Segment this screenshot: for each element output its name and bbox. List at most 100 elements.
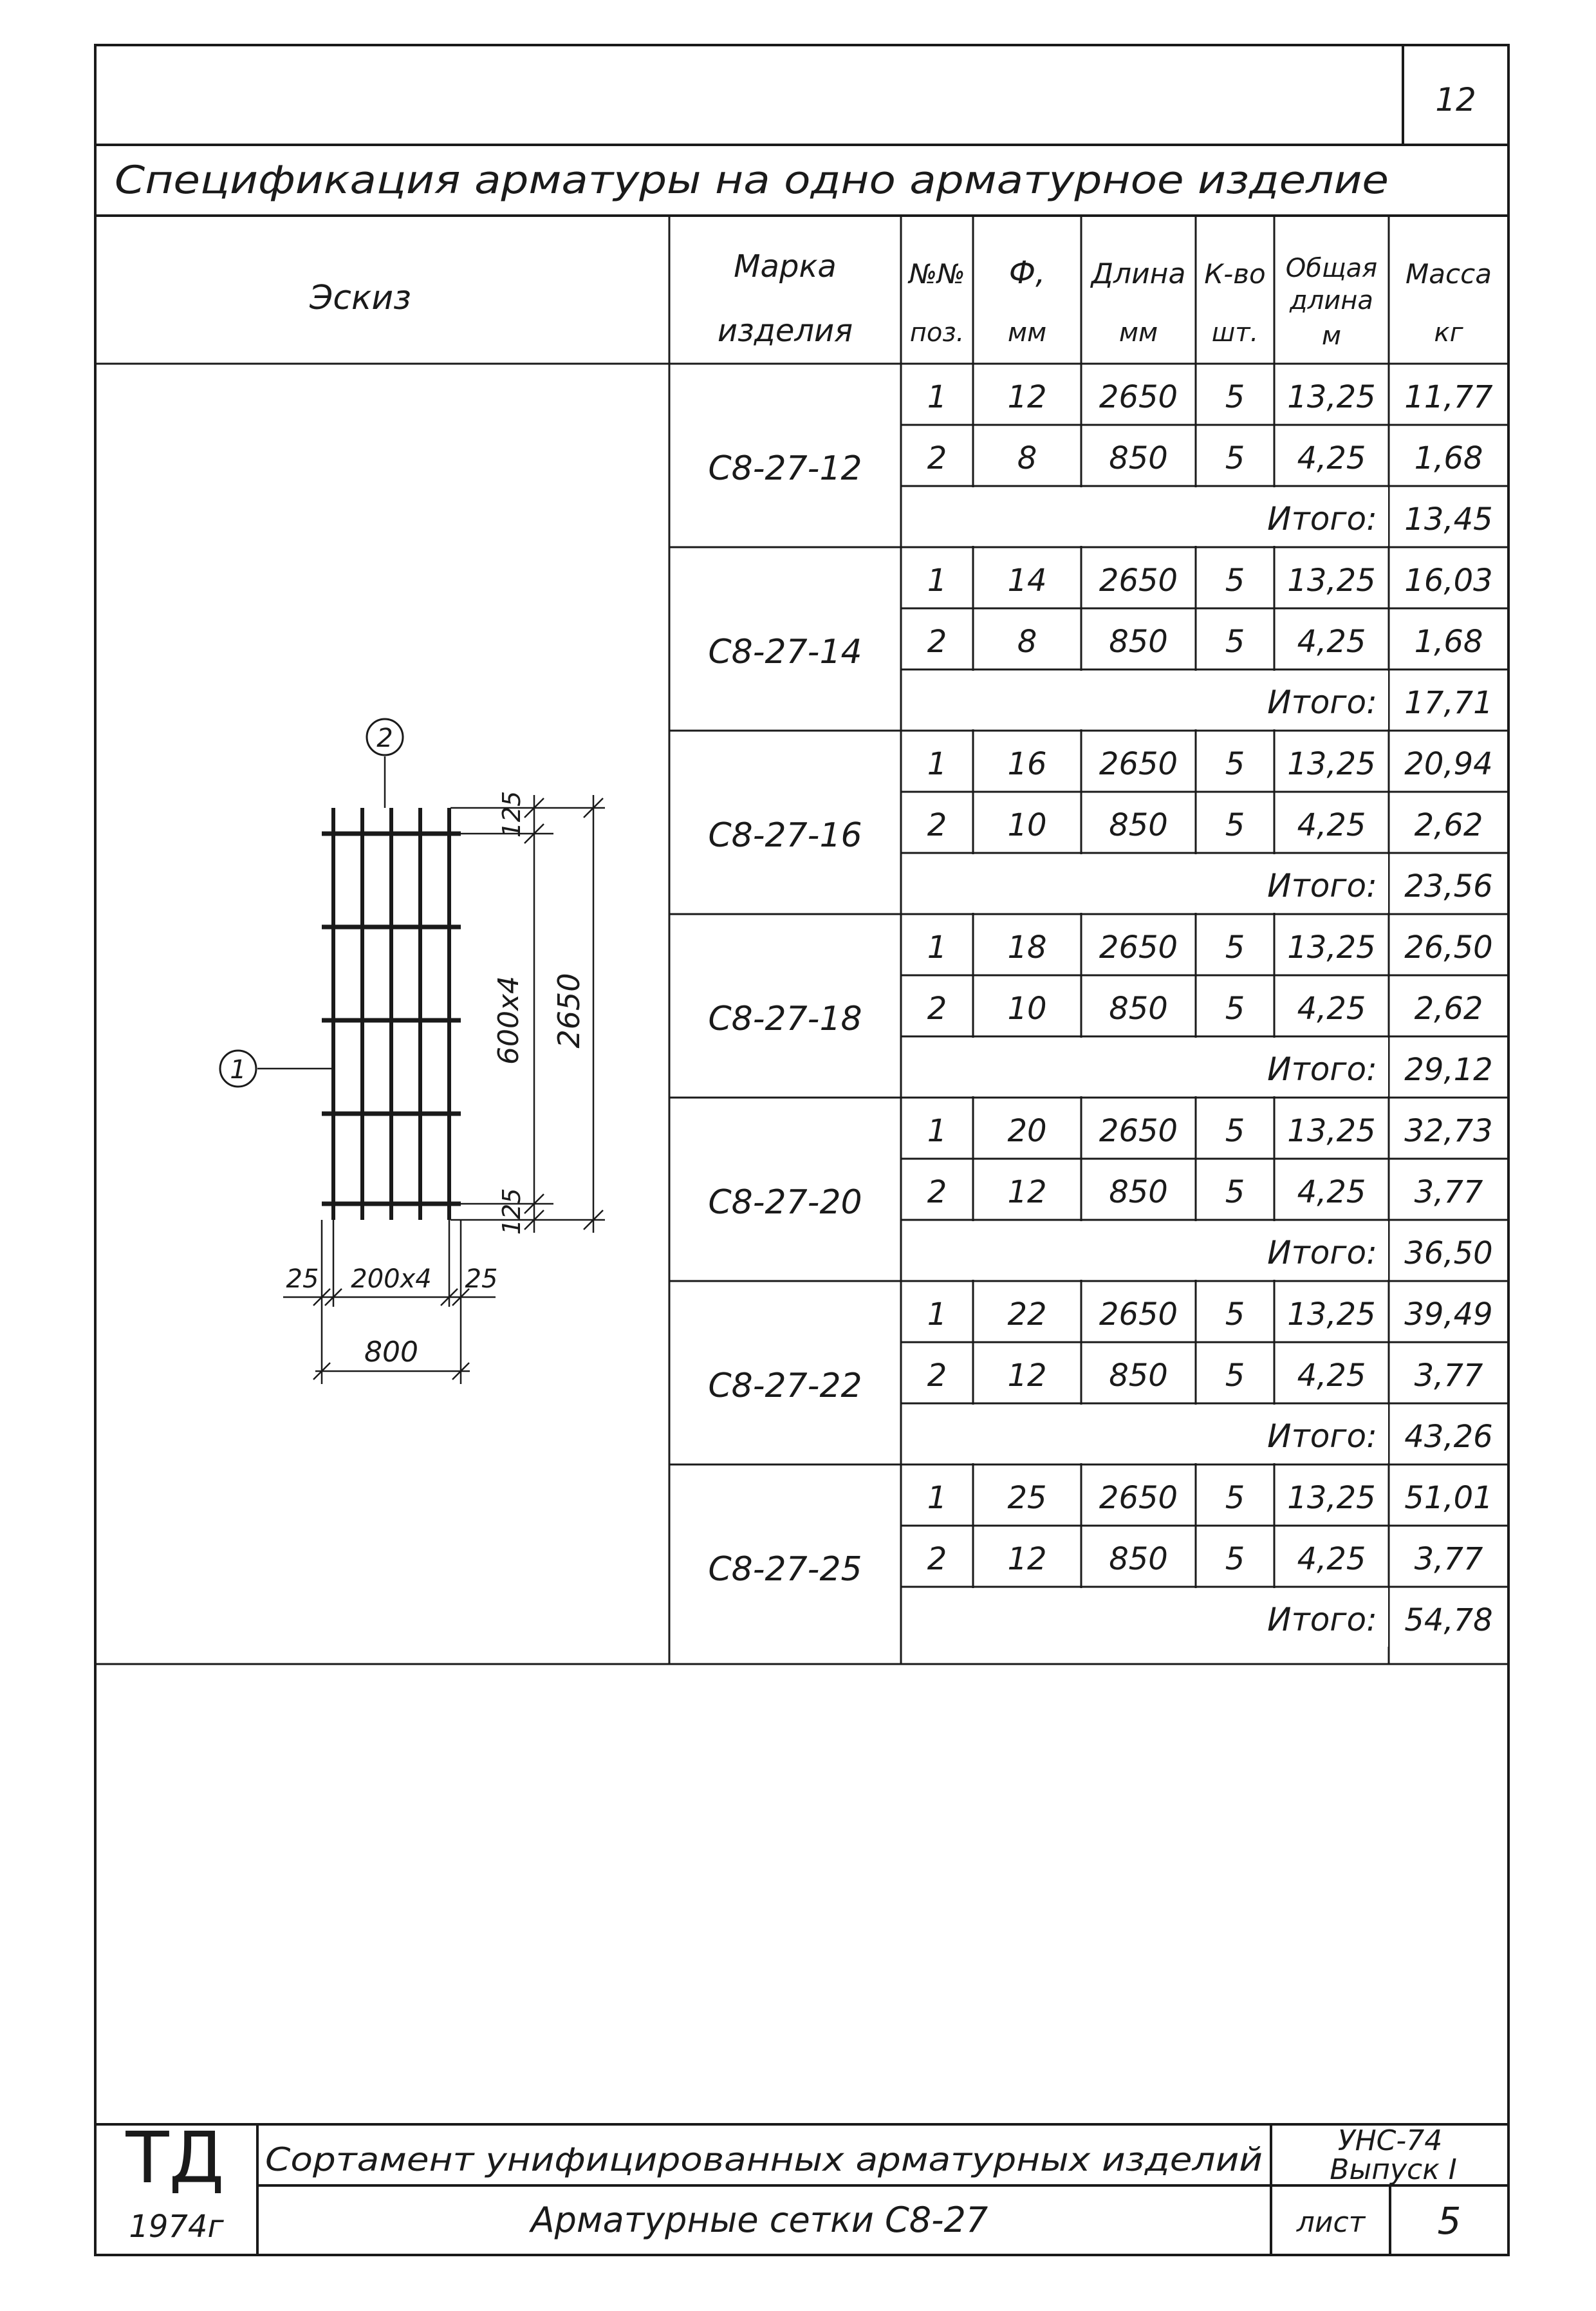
cell-qty: 5 (1225, 746, 1245, 782)
product-mark: С8-27-22 (708, 1367, 862, 1405)
cell-qty: 5 (1225, 1174, 1245, 1210)
cell-qty: 5 (1225, 1541, 1245, 1577)
cell-length: 2650 (1099, 746, 1178, 782)
product-total-mass: 54,78 (1404, 1602, 1492, 1638)
product-total-mass: 36,50 (1404, 1235, 1492, 1271)
header-qty-2: шт. (1212, 318, 1259, 348)
itogo-label: Итого: (1267, 684, 1377, 721)
cell-qty: 5 (1225, 1113, 1245, 1149)
spec-table-grid (95, 216, 1508, 1665)
cell-pos: 2 (927, 1174, 947, 1210)
cell-mass: 1,68 (1415, 624, 1483, 660)
mesh-sketch: 2 1 125 125 600х4 2650 25 200х4 25 800 (219, 718, 605, 1384)
header-total-len-1: Общая (1286, 254, 1377, 283)
callout-2: 2 (366, 718, 404, 756)
header-length-1: Длина (1090, 257, 1186, 290)
cell-length: 2650 (1099, 1113, 1178, 1149)
itogo-cell-background (902, 487, 1388, 546)
cell-dia: 20 (1007, 1113, 1046, 1149)
cell-total-len: 4,25 (1297, 1358, 1366, 1394)
cell-length: 2650 (1099, 1480, 1178, 1516)
cell-dia: 10 (1007, 991, 1046, 1027)
dim-left-end: 25 (286, 1264, 319, 1294)
dim-right-end: 25 (465, 1264, 498, 1294)
itogo-cell-background (902, 1221, 1388, 1280)
cell-length: 850 (1109, 1174, 1168, 1210)
header-dia-1: Ф, (1009, 255, 1046, 291)
cell-total-len: 13,25 (1287, 1113, 1375, 1149)
cell-mass: 16,03 (1404, 563, 1492, 599)
cell-qty: 5 (1225, 379, 1245, 415)
cell-pos: 1 (927, 1296, 947, 1333)
cell-total-len: 4,25 (1297, 1174, 1366, 1210)
cell-mass: 11,77 (1404, 379, 1493, 415)
cell-mass: 20,94 (1404, 746, 1492, 782)
cell-pos: 2 (927, 807, 947, 843)
cell-dia: 22 (1007, 1296, 1046, 1333)
cell-length: 2650 (1099, 1296, 1178, 1333)
cell-total-len: 13,25 (1287, 1480, 1375, 1516)
cell-length: 850 (1109, 991, 1168, 1027)
product-total-mass: 43,26 (1404, 1419, 1492, 1455)
cell-mass: 26,50 (1404, 930, 1492, 966)
cell-length: 2650 (1099, 563, 1178, 599)
cell-dia: 10 (1007, 807, 1046, 843)
itogo-cell-background (902, 1588, 1388, 1647)
cell-pos: 2 (927, 624, 947, 660)
itogo-label: Итого: (1267, 1051, 1377, 1088)
spec-title: Спецификация арматуры на одно арматурное… (115, 158, 1389, 203)
product-mark: С8-27-18 (708, 1000, 862, 1038)
cell-mass: 3,77 (1415, 1174, 1483, 1210)
header-qty-1: К-во (1204, 258, 1265, 290)
product-mark: С8-27-16 (708, 816, 862, 855)
title-block: ТД 1974г Сортамент унифицированных армат… (95, 2117, 1508, 2255)
cell-qty: 5 (1225, 991, 1245, 1027)
itogo-label: Итого: (1267, 500, 1377, 538)
itogo-label: Итого: (1267, 1601, 1377, 1638)
cell-pos: 1 (927, 1480, 947, 1516)
cell-length: 2650 (1099, 930, 1178, 966)
product-mark: С8-27-20 (708, 1183, 862, 1222)
header-dia-2: мм (1008, 318, 1046, 348)
sheet-number: 12 (1435, 81, 1476, 118)
cell-pos: 1 (927, 746, 947, 782)
cell-length: 850 (1109, 1541, 1168, 1577)
product-total-mass: 23,56 (1404, 868, 1492, 904)
cell-pos: 2 (927, 1358, 947, 1394)
cell-qty: 5 (1225, 807, 1245, 843)
sheet-frame (94, 44, 1510, 2256)
cell-pos: 2 (927, 991, 947, 1027)
cell-dia: 12 (1007, 1174, 1046, 1210)
cell-mass: 3,77 (1415, 1358, 1483, 1394)
cell-dia: 12 (1007, 1358, 1046, 1394)
itogo-cell-background (902, 1405, 1388, 1463)
title-block-subtitle: Арматурные сетки С8-27 (529, 2200, 988, 2240)
title-block-code: УНС-74 (1338, 2124, 1443, 2157)
title-block-title: Сортамент унифицированных арматурных изд… (265, 2141, 1263, 2178)
header-sketch: Эскиз (309, 279, 411, 317)
cell-length: 850 (1109, 1358, 1168, 1394)
title-block-sheet-value: 5 (1438, 2199, 1461, 2243)
header-mass-1: Масса (1406, 258, 1492, 290)
itogo-label: Итого: (1267, 867, 1377, 904)
cell-pos: 1 (927, 379, 947, 415)
mesh-transverse-bars (322, 831, 461, 1206)
cell-dia: 12 (1007, 1541, 1046, 1577)
cell-length: 2650 (1099, 379, 1178, 415)
cell-dia: 8 (1017, 624, 1037, 660)
cell-mass: 3,77 (1415, 1541, 1483, 1577)
title-block-issue: Выпуск I (1330, 2153, 1456, 2186)
cell-mass: 2,62 (1415, 991, 1483, 1027)
dim-spacing-horizontal: 200х4 (351, 1264, 431, 1294)
cell-total-len: 13,25 (1287, 1296, 1375, 1333)
cell-total-len: 13,25 (1287, 746, 1375, 782)
header-mass-2: кг (1434, 318, 1463, 348)
itogo-cell-background (902, 671, 1388, 729)
header-mark-2: изделия (718, 313, 853, 349)
cell-dia: 18 (1007, 930, 1046, 966)
mesh-dimension-lines (257, 756, 605, 1384)
dim-overall-height: 2650 (552, 973, 586, 1048)
cell-total-len: 4,25 (1297, 991, 1366, 1027)
